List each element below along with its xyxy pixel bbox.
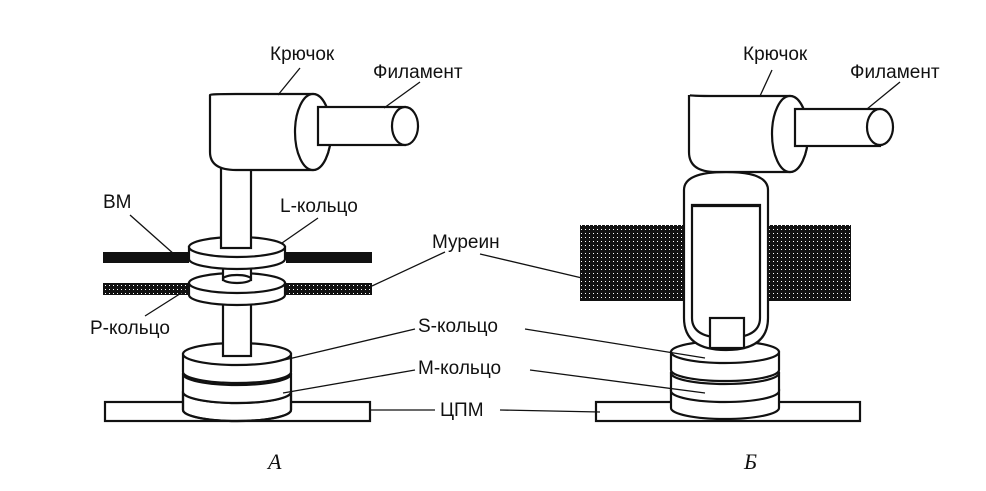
panel-label-b: Б xyxy=(743,449,757,474)
outer-membrane-a-left xyxy=(103,252,189,263)
outer-membrane-a-right xyxy=(286,252,372,263)
murein-band-a-left xyxy=(103,283,189,295)
panel-b-structure xyxy=(580,93,895,423)
hook-a xyxy=(208,92,333,172)
label-om: ВМ xyxy=(103,192,132,213)
label-murein: Муреин xyxy=(432,232,500,253)
label-hook-b: Крючок xyxy=(743,44,808,65)
panel-a-structure xyxy=(103,92,420,423)
label-s-ring: S-кольцо xyxy=(418,316,498,337)
filament-b xyxy=(793,107,895,148)
murein-band-a-right xyxy=(286,283,372,295)
murein-block-b-right xyxy=(765,225,851,301)
label-p-ring: Р-кольцо xyxy=(90,318,170,339)
rod-tip-b xyxy=(708,316,746,350)
label-hook-a: Крючок xyxy=(270,44,335,65)
labels: Крючок Филамент Крючок Филамент ВМ L-кол… xyxy=(90,44,940,474)
rod-lower-a xyxy=(221,296,253,358)
label-filament-b: Филамент xyxy=(850,62,940,83)
panel-label-a: А xyxy=(266,449,282,474)
label-cpm: ЦПМ xyxy=(440,400,484,421)
label-filament-a: Филамент xyxy=(373,62,463,83)
hook-b xyxy=(687,93,810,174)
rod-upper-a xyxy=(219,156,253,250)
label-l-ring: L-кольцо xyxy=(280,196,358,217)
label-m-ring: М-кольцо xyxy=(418,358,501,379)
leader-lines xyxy=(129,67,901,413)
filament-a xyxy=(316,105,420,147)
murein-block-b-left xyxy=(580,225,686,301)
